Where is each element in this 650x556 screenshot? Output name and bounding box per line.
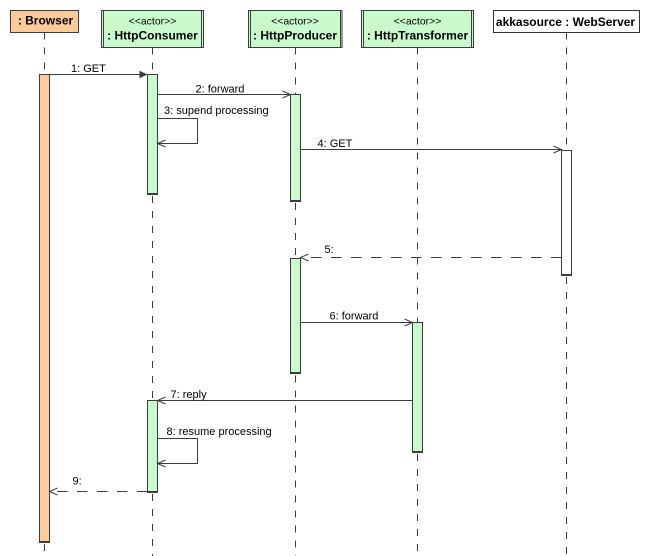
svg-text:3: supend processing: 3: supend processing — [164, 105, 269, 117]
svg-text:9:: 9: — [73, 476, 82, 488]
svg-text:<<actor>>: <<actor>> — [394, 16, 442, 28]
svg-text:2: forward: 2: forward — [196, 84, 245, 96]
svg-text:akkasource : WebServer: akkasource : WebServer — [496, 15, 636, 29]
svg-text:: HttpProducer: : HttpProducer — [253, 29, 337, 43]
svg-text:: Browser: : Browser — [18, 14, 74, 28]
svg-text:7: reply: 7: reply — [171, 389, 208, 401]
svg-text:<<actor>>: <<actor>> — [129, 16, 177, 28]
svg-text:5:: 5: — [325, 244, 334, 256]
svg-text:<<actor>>: <<actor>> — [271, 16, 319, 28]
svg-text:1: GET: 1: GET — [71, 63, 106, 75]
svg-text:8: resume processing: 8: resume processing — [167, 426, 272, 438]
svg-text:4: GET: 4: GET — [318, 138, 353, 150]
svg-text:6: forward: 6: forward — [330, 311, 379, 323]
svg-text:: HttpTransformer: : HttpTransformer — [367, 29, 469, 43]
svg-text:: HttpConsumer: : HttpConsumer — [107, 29, 198, 43]
